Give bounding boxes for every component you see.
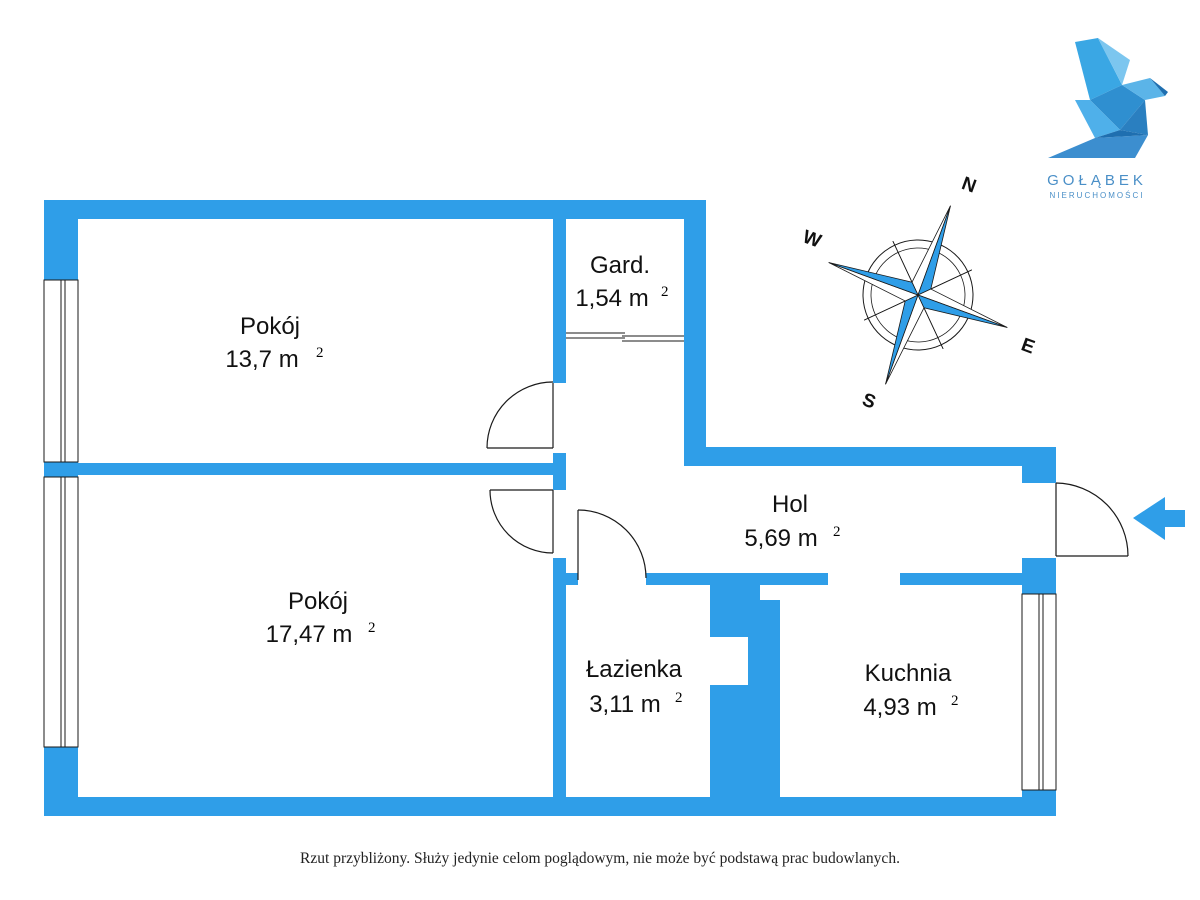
room-name: Kuchnia: [865, 660, 952, 687]
logo-name: GOŁĄBEK: [1047, 172, 1147, 189]
door-swing-top-room: [486, 381, 554, 449]
entrance-arrow-icon: [1133, 497, 1185, 540]
compass-label-w: W: [800, 227, 824, 253]
compass-major-points: [828, 205, 1008, 385]
room-name: Łazienka: [586, 656, 683, 683]
disclaimer-text: Rzut przybliżony. Służy jedynie celom po…: [300, 850, 900, 867]
room-name: Hol: [772, 491, 808, 518]
room-area-sup: 2: [951, 693, 959, 709]
room-area-sup: 2: [833, 524, 841, 540]
room-garderoba: Gard. 1,54 m 2: [575, 252, 668, 312]
room-hol: Hol 5,69 m 2: [744, 491, 840, 552]
room-area: 5,69 m: [744, 525, 817, 552]
golabek-logo: GOŁĄBEK NIERUCHOMOŚCI: [1047, 38, 1168, 200]
room-name: Pokój: [240, 313, 300, 340]
room-area-sup: 2: [368, 620, 376, 636]
opening-kitchen: [828, 573, 900, 585]
compass-label-n: N: [959, 173, 979, 197]
wall-kitchen-hall: [900, 573, 1022, 585]
logo-subtitle: NIERUCHOMOŚCI: [1050, 191, 1145, 200]
wall-shaft: [710, 585, 780, 797]
room-pokoj-bottom: Pokój 17,47 m 2: [266, 588, 376, 648]
compass-label-s: S: [859, 389, 878, 413]
room-pokoj-top: Pokój 13,7 m 2: [225, 313, 323, 373]
wall-wardrobe-right: [684, 200, 706, 466]
door-swing-bathroom: [577, 509, 647, 580]
compass-rose: [828, 205, 1008, 385]
wall-top: [44, 200, 706, 219]
room-name: Pokój: [288, 588, 348, 615]
wardrobe-opening: [566, 330, 684, 340]
room-area-sup: 2: [661, 284, 669, 300]
room-area: 13,7 m: [225, 346, 298, 373]
room-area-sup: 2: [316, 345, 324, 361]
origami-bird-icon: [1048, 38, 1168, 158]
wall-between-rooms: [78, 463, 558, 475]
room-area: 17,47 m: [266, 621, 353, 648]
door-swing-bottom-room: [489, 489, 554, 554]
door-opening-bottom-room: [553, 490, 566, 558]
wall-bottom: [44, 797, 1056, 816]
room-lazienka: Łazienka 3,11 m 2: [586, 656, 683, 718]
door-swing-entrance: [1055, 482, 1129, 557]
room-area: 3,11 m: [589, 691, 661, 718]
room-area: 4,93 m: [863, 694, 936, 721]
room-kuchnia: Kuchnia 4,93 m 2: [863, 660, 958, 721]
door-opening-bathroom: [578, 573, 646, 585]
entrance-opening: [1022, 483, 1056, 558]
door-opening-top-room: [553, 383, 566, 453]
room-name: Gard.: [590, 252, 650, 279]
compass-label-e: E: [1018, 334, 1037, 358]
room-area: 1,54 m: [575, 285, 648, 312]
wall-hall-top: [684, 447, 1056, 466]
room-area-sup: 2: [675, 690, 683, 706]
